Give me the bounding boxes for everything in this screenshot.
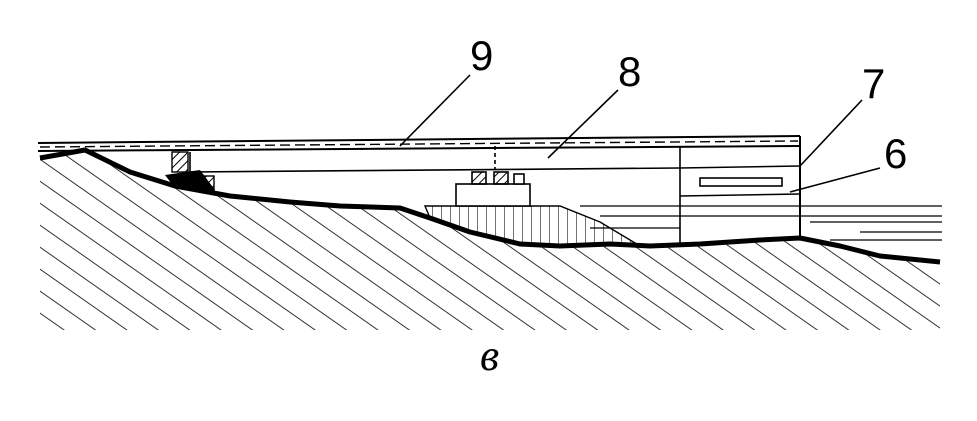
- leader-lines: [399, 74, 881, 193]
- central-pier: [455, 171, 531, 207]
- left-abutment: [165, 151, 215, 191]
- deck: [37, 135, 801, 240]
- callout-6: 6: [884, 130, 907, 177]
- girder: [189, 146, 681, 173]
- callout-9: 9: [470, 32, 493, 79]
- figure-caption: в: [480, 331, 499, 380]
- water-lines: [580, 205, 942, 241]
- callout-7: 7: [862, 60, 885, 107]
- callout-8: 8: [618, 48, 641, 95]
- end-block: [679, 146, 801, 246]
